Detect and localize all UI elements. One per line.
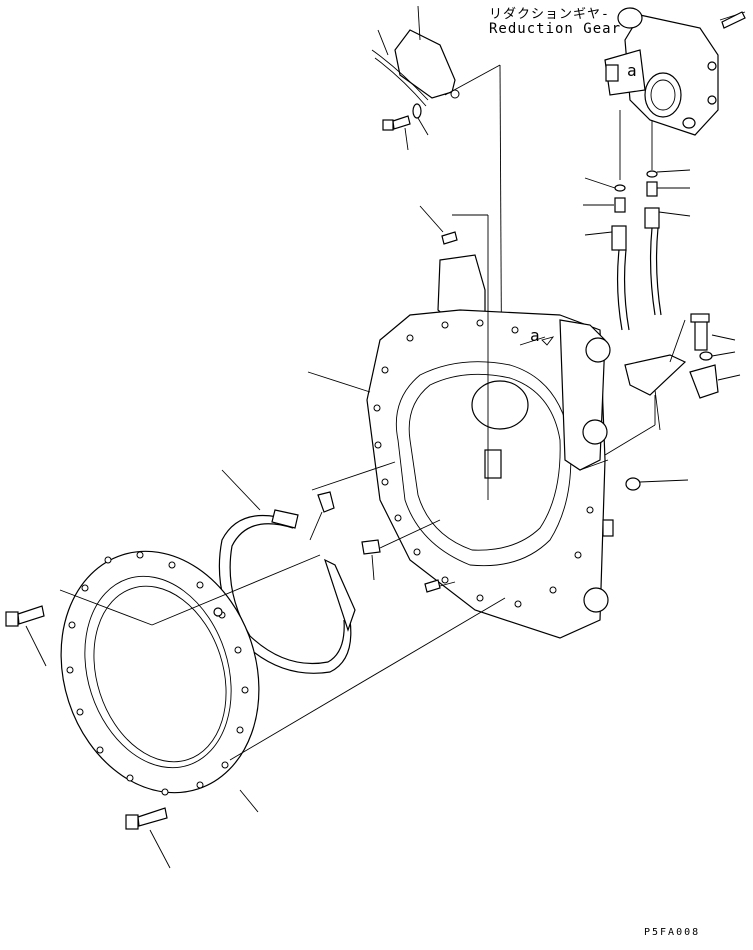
flange-bolt-parts [5, 605, 171, 869]
reduction-gear-part [604, 7, 746, 136]
hydraulic-hose-lines [583, 110, 691, 331]
cover-plate-part [371, 29, 460, 107]
manifold-block-part [624, 313, 741, 431]
housing-bolt-holes [373, 319, 594, 608]
housing-leader-lines [307, 205, 689, 500]
top-bolt-part [382, 103, 429, 151]
reduction-gear-label-en: Reduction Gear [489, 21, 622, 37]
grease-fitting-parts [309, 461, 441, 581]
reduction-gear-label-jp: リダクションギヤ- [489, 7, 610, 22]
drawing-code-label: P5FA008 [644, 927, 701, 938]
main-housing-part [366, 254, 614, 639]
view-mark-label-2: a [627, 61, 637, 80]
ring-flange-part [60, 550, 260, 796]
view-mark-label: a [530, 326, 540, 345]
ring-leader-lines [59, 554, 506, 813]
housing-detail-lines [579, 395, 656, 471]
dowel-pin-parts [424, 231, 458, 593]
